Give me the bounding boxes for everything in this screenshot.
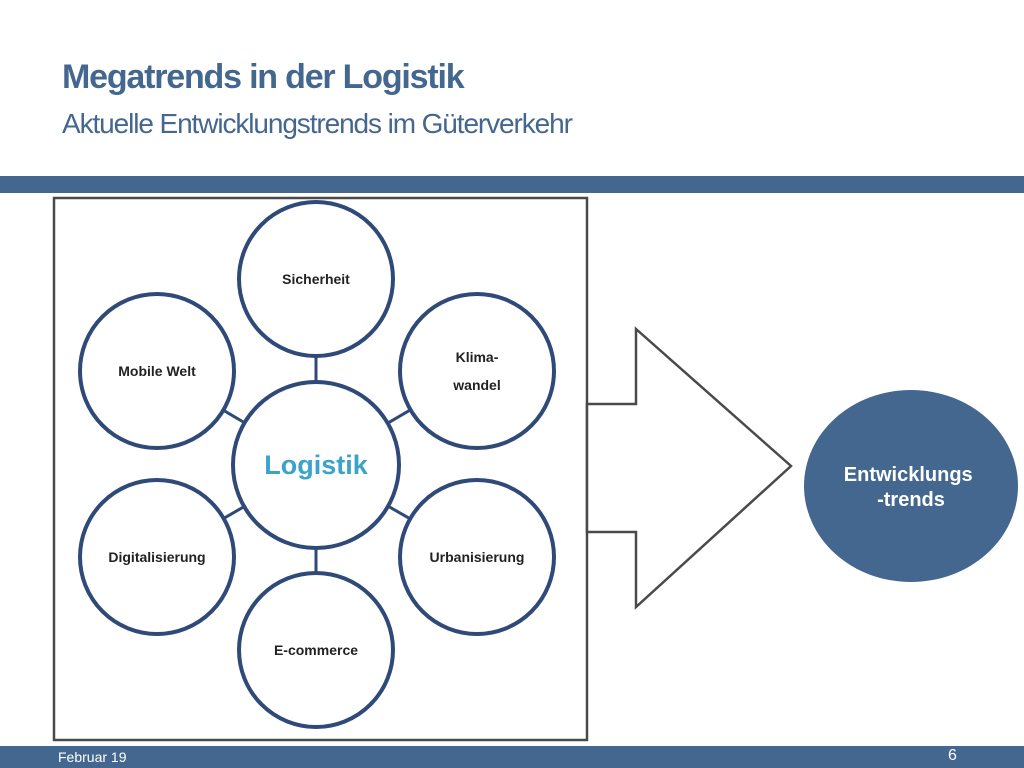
connector-line <box>387 504 411 521</box>
target-node: Entwicklungs -trends <box>804 390 1018 582</box>
trend-node-label-line: Urbanisierung <box>430 549 525 565</box>
footer-date: Februar 19 <box>58 749 127 765</box>
trend-node-label: Sicherheit <box>282 271 350 287</box>
connector-line <box>386 408 412 425</box>
trend-node-circle <box>78 478 236 636</box>
trend-node-label-line: wandel <box>452 377 500 393</box>
trend-node-label-line: Mobile Welt <box>118 363 196 379</box>
connector-lines <box>222 356 412 573</box>
trend-node-circle <box>237 200 395 358</box>
footer-bar <box>0 746 1024 768</box>
trend-node-label: Mobile Welt <box>118 363 196 379</box>
trend-node: Sicherheit <box>237 200 395 358</box>
slide-subtitle: Aktuelle Entwicklungstrends im Güterverk… <box>62 108 573 139</box>
trend-node-circle <box>398 292 556 450</box>
center-node-circle <box>231 380 401 550</box>
trend-node-label: Digitalisierung <box>108 549 205 565</box>
trend-node-label-line: E-commerce <box>274 642 358 658</box>
target-node-shape <box>804 390 1018 582</box>
connector-line <box>222 505 245 520</box>
trend-node-label: E-commerce <box>274 642 358 658</box>
page-number: 6 <box>948 747 957 764</box>
center-node: Logistik <box>231 380 401 550</box>
trend-node: Urbanisierung <box>398 478 556 636</box>
slide-title: Megatrends in der Logistik <box>62 58 465 96</box>
trend-node: Digitalisierung <box>78 478 236 636</box>
target-label-line: -trends <box>877 489 945 511</box>
trend-node-circle <box>398 478 556 636</box>
trend-node-label-line: Klima- <box>456 349 499 365</box>
trend-nodes: SicherheitKlima-wandelUrbanisierungE-com… <box>78 200 556 729</box>
trend-node-label-line: Digitalisierung <box>108 549 205 565</box>
trend-node: Mobile Welt <box>78 292 236 450</box>
trend-node-label: Klima-wandel <box>452 349 500 393</box>
target-label-line: Entwicklungs <box>844 464 973 486</box>
trend-node-label: Urbanisierung <box>430 549 525 565</box>
connector-line <box>222 408 246 425</box>
trend-node: Klima-wandel <box>398 292 556 450</box>
header-divider-bar <box>0 176 1024 193</box>
trend-node-label-line: Sicherheit <box>282 271 350 287</box>
trend-node: E-commerce <box>237 571 395 729</box>
trend-node-circle <box>78 292 236 450</box>
target-node-label: Entwicklungs -trends <box>844 464 978 511</box>
center-node-label: Logistik <box>264 450 368 480</box>
trend-node-circle <box>237 571 395 729</box>
arrow-shape <box>585 326 793 610</box>
